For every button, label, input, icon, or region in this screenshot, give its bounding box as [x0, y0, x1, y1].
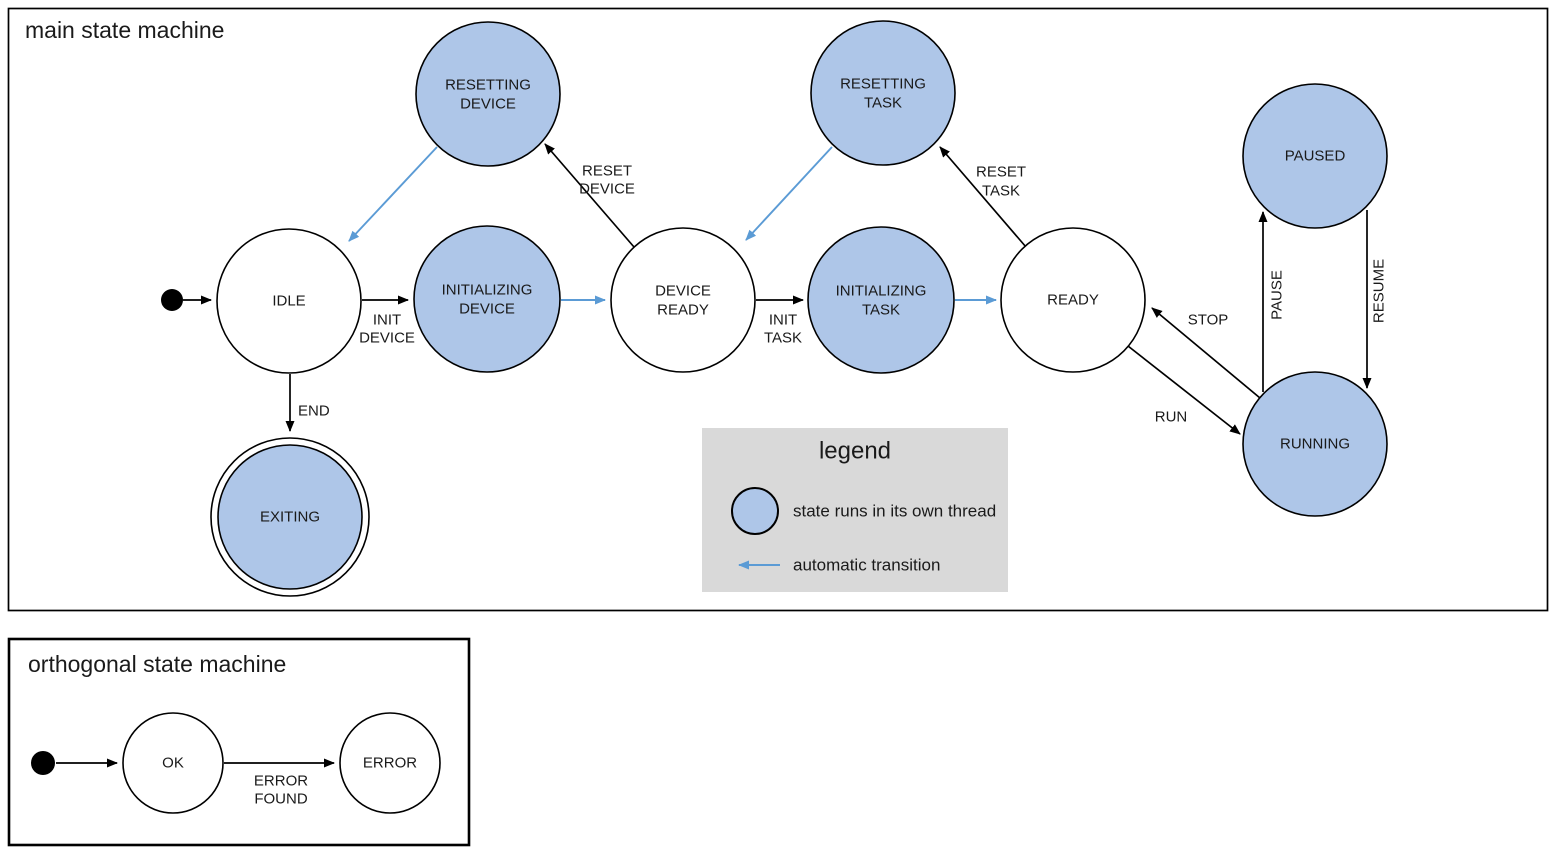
- edge-auto-resetting-task-to-device-ready: [745, 146, 833, 241]
- state-initializing-device: INITIALIZING DEVICE: [413, 225, 561, 373]
- state-resetting-task-circle: [810, 20, 956, 166]
- state-idle: IDLE: [216, 228, 362, 374]
- state-device-ready: DEVICE READY: [610, 227, 756, 373]
- state-idle-label: IDLE: [272, 293, 305, 310]
- error-found-line1: ERROR: [254, 773, 308, 790]
- state-device-ready-label1: DEVICE: [655, 283, 711, 300]
- legend-title: legend: [819, 438, 891, 465]
- initial-state-dot: [161, 289, 183, 311]
- transition-label-resume: RESUME: [1371, 259, 1388, 323]
- init-device-line1: INIT: [373, 312, 401, 329]
- state-running: RUNNING: [1242, 371, 1388, 517]
- state-initializing-device-label1: INITIALIZING: [442, 282, 533, 299]
- state-resetting-task-label1: RESETTING: [840, 76, 926, 93]
- state-exiting-inner-circle: [217, 444, 363, 590]
- init-device-line2: DEVICE: [359, 330, 415, 347]
- state-paused-label: PAUSED: [1285, 148, 1346, 165]
- transition-label-init-device: INIT DEVICE: [359, 312, 415, 347]
- transition-label-end: END: [298, 403, 330, 420]
- ortho-initial-state-dot: [31, 751, 55, 775]
- reset-device-line2: DEVICE: [579, 181, 635, 198]
- state-ok-circle: [122, 712, 224, 814]
- state-running-label: RUNNING: [1280, 436, 1350, 453]
- legend-auto-transition-label: automatic transition: [793, 556, 940, 575]
- state-error-circle: [339, 712, 441, 814]
- state-paused-circle: [1242, 83, 1388, 229]
- init-task-line2: TASK: [764, 330, 802, 347]
- transition-label-reset-task: RESET TASK: [976, 164, 1026, 200]
- state-initializing-device-circle: [413, 225, 561, 373]
- state-device-ready-label2: READY: [657, 302, 709, 319]
- edge-ready-to-resetting-task: [939, 146, 1027, 248]
- transition-label-run: RUN: [1155, 409, 1188, 426]
- transition-label-reset-device: RESET DEVICE: [579, 163, 635, 198]
- edge-device-ready-to-resetting-device: [544, 143, 635, 248]
- state-resetting-device-label2: DEVICE: [460, 96, 516, 113]
- state-exiting-label: EXITING: [260, 509, 320, 526]
- state-resetting-task: RESETTING TASK: [810, 20, 956, 166]
- state-running-circle: [1242, 371, 1388, 517]
- legend-thread-state-label: state runs in its own thread: [793, 502, 996, 521]
- transition-label-init-task: INIT TASK: [764, 312, 802, 347]
- state-initializing-task-label2: TASK: [862, 302, 900, 319]
- state-ready-label: READY: [1047, 292, 1099, 309]
- error-found-line2: FOUND: [254, 791, 307, 808]
- state-ready-circle: [1000, 227, 1146, 373]
- ortho-panel-title: orthogonal state machine: [28, 651, 286, 677]
- state-idle-circle: [216, 228, 362, 374]
- state-device-ready-circle: [610, 227, 756, 373]
- state-resetting-device-circle: [415, 21, 561, 167]
- state-initializing-device-label2: DEVICE: [459, 301, 515, 318]
- orthogonal-state-machine-panel: orthogonal state machine ERROR FOUND OK …: [7, 637, 471, 847]
- state-initializing-task-circle: [807, 226, 955, 374]
- state-resetting-task-label2: TASK: [864, 95, 902, 112]
- state-error-label: ERROR: [363, 755, 417, 772]
- reset-task-line1: RESET: [976, 164, 1026, 181]
- state-initializing-task-label1: INITIALIZING: [836, 283, 927, 300]
- main-state-machine-panel: main state machine INIT DEVICE RESET DEV…: [7, 7, 1549, 612]
- transition-label-pause: PAUSE: [1269, 270, 1286, 320]
- edge-running-to-ready: [1151, 307, 1261, 399]
- state-initializing-task: INITIALIZING TASK: [807, 226, 955, 374]
- state-resetting-device-label1: RESETTING: [445, 77, 531, 94]
- transition-label-error-found: ERROR FOUND: [254, 773, 308, 808]
- state-resetting-device: RESETTING DEVICE: [415, 21, 561, 167]
- init-task-line1: INIT: [769, 312, 797, 329]
- state-exiting-final: EXITING: [210, 437, 370, 597]
- state-ok-label: OK: [162, 755, 184, 772]
- state-paused: PAUSED: [1242, 83, 1388, 229]
- edge-auto-resetting-device-to-idle: [348, 146, 438, 242]
- state-error: ERROR: [339, 712, 441, 814]
- reset-device-line1: RESET: [582, 163, 632, 180]
- main-panel-title: main state machine: [25, 17, 224, 43]
- state-ready: READY: [1000, 227, 1146, 373]
- state-ok: OK: [122, 712, 224, 814]
- edge-ready-to-running: [1127, 345, 1241, 435]
- transition-label-stop: STOP: [1188, 312, 1229, 329]
- legend-thread-state-icon: [731, 487, 779, 535]
- legend: legend state runs in its own thread auto…: [702, 428, 1008, 592]
- reset-task-line2: TASK: [982, 183, 1020, 200]
